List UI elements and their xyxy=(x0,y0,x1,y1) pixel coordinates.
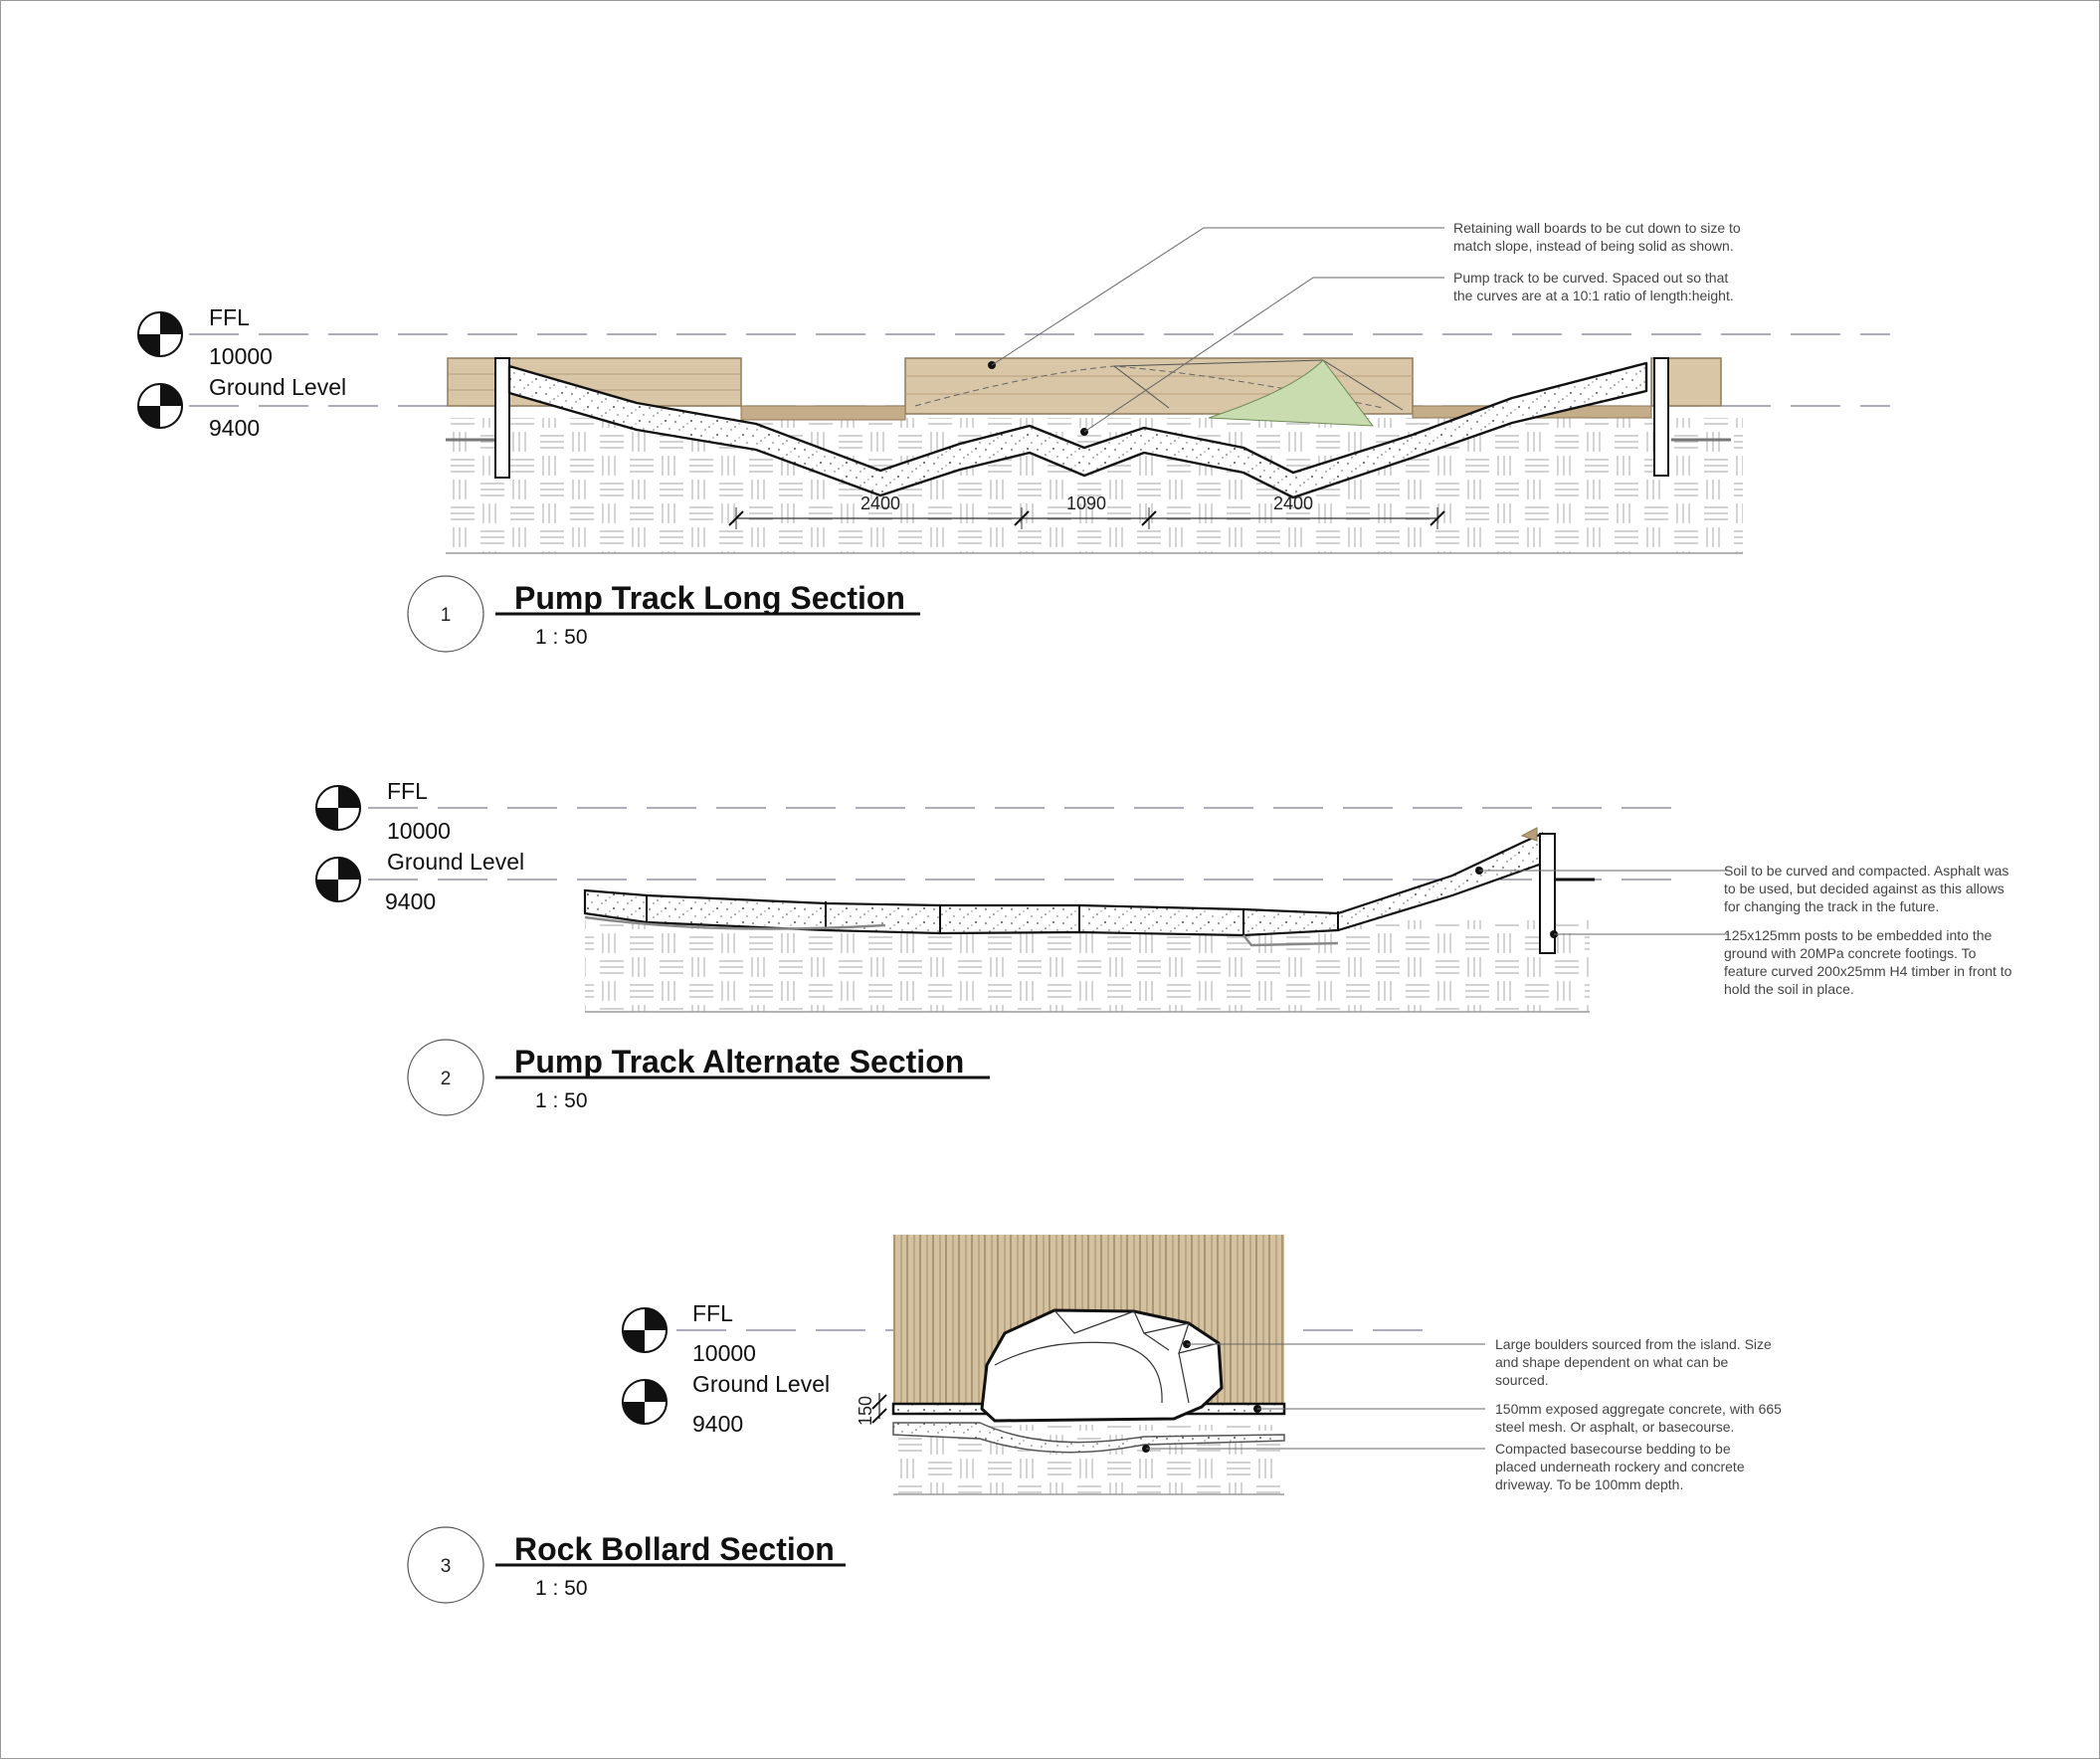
note-line: Compacted basecourse bedding to be xyxy=(1495,1441,1731,1457)
note-line: Pump track to be curved. Spaced out so t… xyxy=(1453,270,1728,286)
note-line: the curves are at a 10:1 ratio of length… xyxy=(1453,288,1734,303)
dimension-label: 150 xyxy=(856,1396,875,1426)
level-name: FFL xyxy=(209,304,250,330)
note-line: Soil to be curved and compacted. Asphalt… xyxy=(1724,863,2008,879)
level-name: FFL xyxy=(387,778,428,804)
level-value: 9400 xyxy=(385,888,436,914)
level-value: 9400 xyxy=(209,415,260,441)
note-line: and shape dependent on what can be xyxy=(1495,1354,1729,1370)
note-line: placed underneath rockery and concrete xyxy=(1495,1459,1745,1474)
note-line: match slope, instead of being solid as s… xyxy=(1453,238,1734,254)
section-2-alternate: FFL 10000 Ground Level 9400 xyxy=(315,778,2012,1116)
section-scale: 1 : 50 xyxy=(535,1089,588,1112)
note-line: steel mesh. Or asphalt, or basecourse. xyxy=(1495,1419,1734,1435)
level-value: 10000 xyxy=(387,818,451,844)
level-marker-ground-3: Ground Level 9400 xyxy=(622,1371,830,1437)
note-line: to be used, but decided against as this … xyxy=(1724,881,2005,896)
timber-post xyxy=(494,357,510,479)
boulder xyxy=(980,1308,1224,1423)
level-marker-ground-2: Ground Level 9400 xyxy=(315,849,524,914)
timber-post xyxy=(1653,357,1669,477)
annotation-group-1: Retaining wall boards to be cut down to … xyxy=(991,220,1741,433)
level-value: 9400 xyxy=(692,1411,743,1437)
level-marker-ffl-1: FFL 10000 xyxy=(137,304,273,369)
section-3-rock-bollard: FFL 10000 Ground Level 9400 xyxy=(407,1235,1782,1604)
dimension-label: 2400 xyxy=(1273,493,1313,513)
section-scale: 1 : 50 xyxy=(535,1577,588,1600)
annotation-group-3: Large boulders sourced from the island. … xyxy=(1146,1336,1782,1492)
level-marker-ffl-2: FFL 10000 xyxy=(315,778,451,844)
level-name: Ground Level xyxy=(209,374,346,400)
level-marker-ground-1: Ground Level 9400 xyxy=(137,374,346,441)
section-title: Pump Track Alternate Section xyxy=(514,1044,964,1079)
dimension-chain: 2400 1090 2400 xyxy=(728,493,1445,529)
section-number: 1 xyxy=(441,605,452,626)
section-title-block-3: 3 Rock Bollard Section 1 : 50 xyxy=(407,1526,846,1604)
level-value: 10000 xyxy=(692,1340,756,1366)
level-name: FFL xyxy=(692,1300,733,1326)
level-marker-ffl-3: FFL 10000 xyxy=(622,1300,756,1366)
note-line: 125x125mm posts to be embedded into the xyxy=(1724,927,1993,943)
note-line: for changing the track in the future. xyxy=(1724,898,1939,914)
section-number: 3 xyxy=(441,1556,452,1577)
level-name: Ground Level xyxy=(692,1371,830,1397)
track-slabs xyxy=(583,832,1544,937)
note-line: feature curved 200x25mm H4 timber in fro… xyxy=(1724,963,2012,979)
note-line: Retaining wall boards to be cut down to … xyxy=(1453,220,1741,236)
dimension-label: 1090 xyxy=(1066,493,1106,513)
basecourse-bedding xyxy=(892,1422,1285,1454)
section-title-block-1: 1 Pump Track Long Section 1 : 50 xyxy=(407,575,920,653)
level-value: 10000 xyxy=(209,343,273,369)
timber-post xyxy=(1539,833,1556,954)
note-line: driveway. To be 100mm depth. xyxy=(1495,1476,1683,1492)
note-line: Large boulders sourced from the island. … xyxy=(1495,1336,1772,1352)
note-line: hold the soil in place. xyxy=(1724,981,1854,997)
pump-track-profile xyxy=(507,361,1648,499)
ground-hatch xyxy=(585,920,1590,1012)
dimension-150: 150 xyxy=(856,1393,887,1426)
ground-hatch xyxy=(446,418,1743,553)
level-name: Ground Level xyxy=(387,849,524,875)
section-number: 2 xyxy=(441,1069,452,1089)
section-title: Rock Bollard Section xyxy=(514,1531,835,1567)
note-line: 150mm exposed aggregate concrete, with 6… xyxy=(1495,1401,1782,1417)
section-title-block-2: 2 Pump Track Alternate Section 1 : 50 xyxy=(407,1039,990,1116)
section-scale: 1 : 50 xyxy=(535,626,588,649)
section-title: Pump Track Long Section xyxy=(514,580,905,616)
note-line: sourced. xyxy=(1495,1372,1549,1388)
section-1-long: FFL 10000 Ground Level 9400 xyxy=(137,220,1890,653)
note-line: ground with 20MPa concrete footings. To xyxy=(1724,945,1977,961)
annotation-group-2: Soil to be curved and compacted. Asphalt… xyxy=(1479,863,2012,997)
dimension-label: 2400 xyxy=(860,493,900,513)
